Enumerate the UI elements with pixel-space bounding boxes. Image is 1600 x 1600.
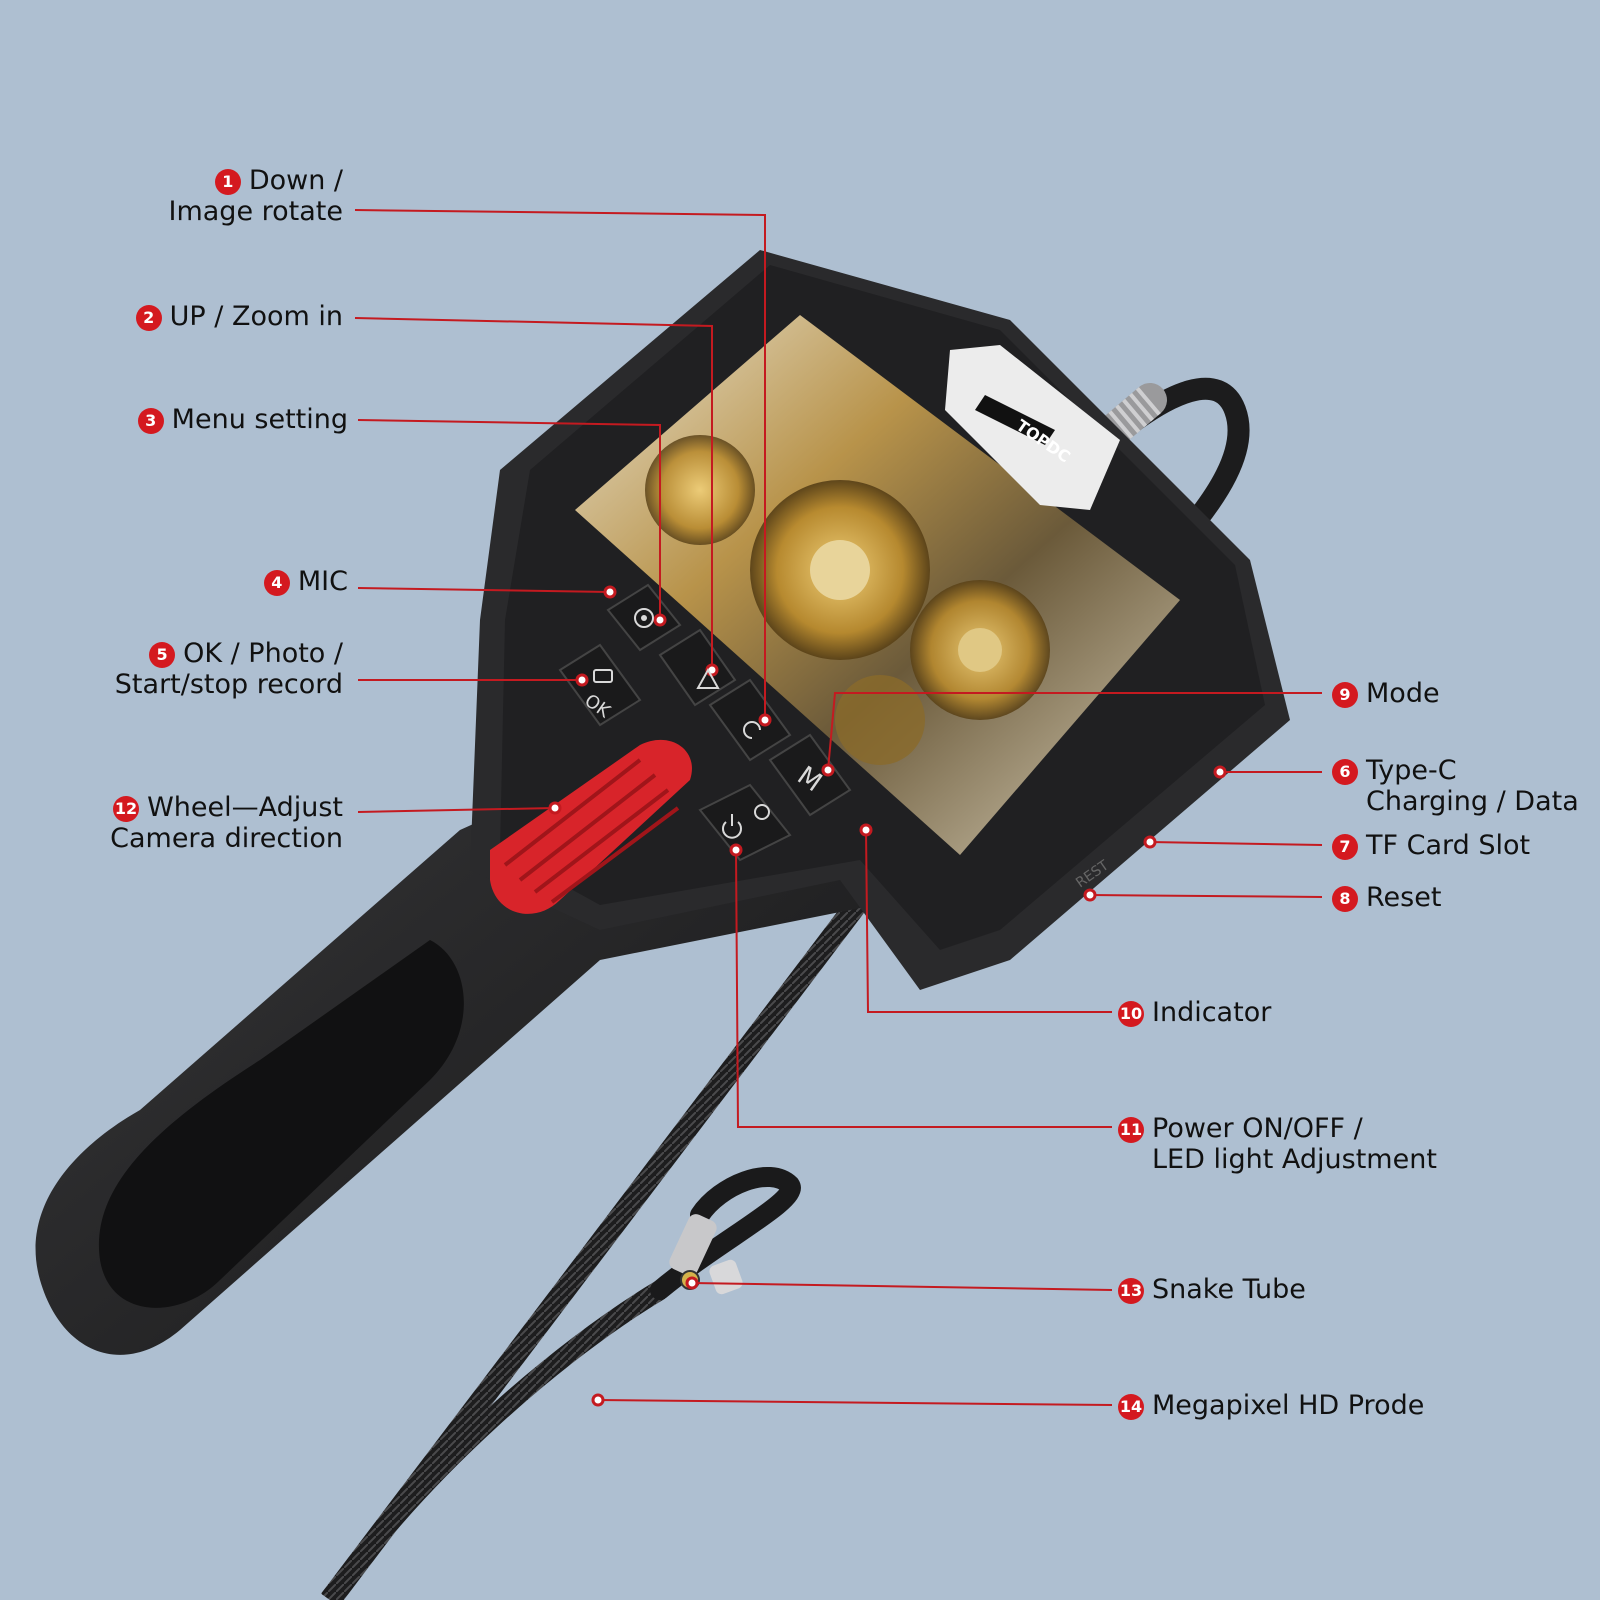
callout-number: 1 xyxy=(214,169,241,195)
gear-icon xyxy=(634,608,654,628)
power-icon xyxy=(722,814,742,839)
callout-number: 7 xyxy=(1332,834,1358,860)
callout-number: 4 xyxy=(263,570,290,596)
camera-icon xyxy=(593,669,613,683)
callout-number: 8 xyxy=(1332,886,1358,912)
callout-number: 9 xyxy=(1332,682,1358,708)
callout-number: 3 xyxy=(137,408,164,434)
logo-plate xyxy=(945,345,1120,510)
screen xyxy=(575,315,1180,855)
down-button-shape xyxy=(708,678,792,762)
callout-dots xyxy=(548,585,1227,1407)
mode-button-shape xyxy=(768,733,852,817)
callout-lines xyxy=(354,209,1323,1406)
callout-number: 14 xyxy=(1118,1394,1144,1420)
callout-number: 12 xyxy=(113,796,140,822)
callout-number: 5 xyxy=(149,642,176,668)
power-button-shape xyxy=(698,783,792,862)
ok-button-shape xyxy=(558,643,642,727)
triangle-up-icon xyxy=(696,667,720,689)
buttons xyxy=(558,583,852,862)
rotate-icon xyxy=(743,721,761,739)
callout-number: 13 xyxy=(1118,1278,1144,1304)
bulb-icon xyxy=(754,804,770,820)
callout-number: 6 xyxy=(1332,759,1358,785)
callout-number: 2 xyxy=(135,305,162,331)
callout-number: 11 xyxy=(1118,1117,1144,1143)
callout-number: 10 xyxy=(1118,1001,1144,1027)
probe-cable xyxy=(321,893,869,1600)
wheel xyxy=(490,739,692,914)
